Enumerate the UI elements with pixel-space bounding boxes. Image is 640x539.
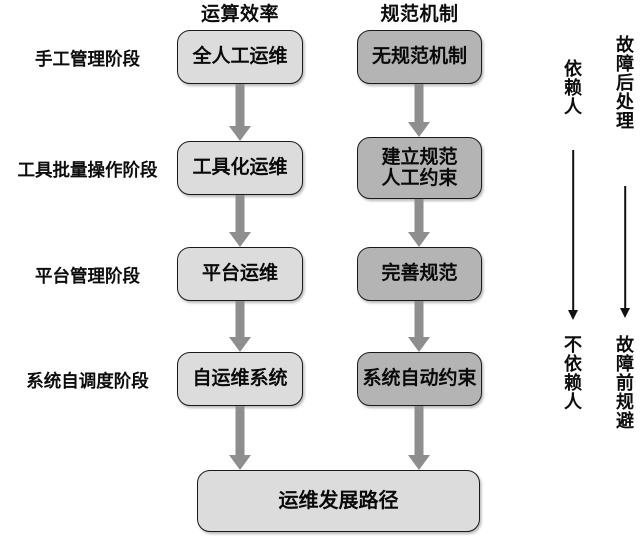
node-efficiency-manual[interactable]: 全人工运维 — [177, 30, 303, 84]
node-efficiency-tooling[interactable]: 工具化运维 — [177, 141, 303, 195]
node-outcome-path[interactable]: 运维发展路径 — [197, 470, 480, 532]
node-standard-refine[interactable]: 完善规范 — [357, 247, 482, 301]
axis-label-fault-top: 故障后处理 — [616, 35, 634, 131]
stage-label-autoscheduling: 系统自调度阶段 — [26, 371, 149, 391]
node-standard-establish[interactable]: 建立规范 人工约束 — [357, 137, 482, 199]
connector-arrow-efficiency-to-outcome — [226, 406, 254, 470]
connector-arrow-standard-2 — [405, 199, 433, 247]
node-efficiency-autoops[interactable]: 自运维系统 — [177, 352, 303, 406]
connector-arrow-efficiency-2 — [226, 195, 254, 247]
node-label: 平台运维 — [201, 263, 278, 285]
node-label: 系统自动约束 — [362, 368, 477, 390]
node-label: 全人工运维 — [192, 46, 288, 68]
node-standard-none[interactable]: 无规范机制 — [357, 30, 482, 84]
axis-label-people-top: 依赖人 — [564, 59, 582, 117]
connector-arrow-standard-1 — [405, 84, 433, 137]
stage-label-tooling: 工具批量操作阶段 — [17, 160, 158, 180]
column-header-efficiency: 运算效率 — [200, 4, 279, 25]
axis-label-people-bottom: 不依赖人 — [564, 335, 582, 412]
node-label: 自运维系统 — [192, 368, 288, 390]
column-header-standard: 规范机制 — [380, 4, 459, 25]
axis-arrow-fault-handling — [615, 186, 635, 318]
node-label: 无规范机制 — [371, 46, 467, 68]
node-efficiency-platform[interactable]: 平台运维 — [177, 247, 303, 301]
axis-label-fault-bottom: 故障前规避 — [616, 335, 634, 431]
node-standard-auto[interactable]: 系统自动约束 — [357, 352, 482, 406]
connector-arrow-standard-to-outcome — [405, 406, 433, 470]
connector-arrow-efficiency-1 — [226, 84, 254, 141]
stage-label-manual: 手工管理阶段 — [35, 49, 140, 69]
connector-arrow-efficiency-3 — [226, 301, 254, 352]
node-label: 完善规范 — [381, 263, 458, 285]
stage-label-platform: 平台管理阶段 — [35, 266, 140, 286]
node-label: 建立规范 人工约束 — [381, 146, 458, 189]
node-label: 运维发展路径 — [278, 489, 399, 512]
connector-arrow-standard-3 — [405, 301, 433, 352]
axis-arrow-people-dependency — [563, 150, 583, 320]
node-label: 工具化运维 — [192, 157, 288, 179]
